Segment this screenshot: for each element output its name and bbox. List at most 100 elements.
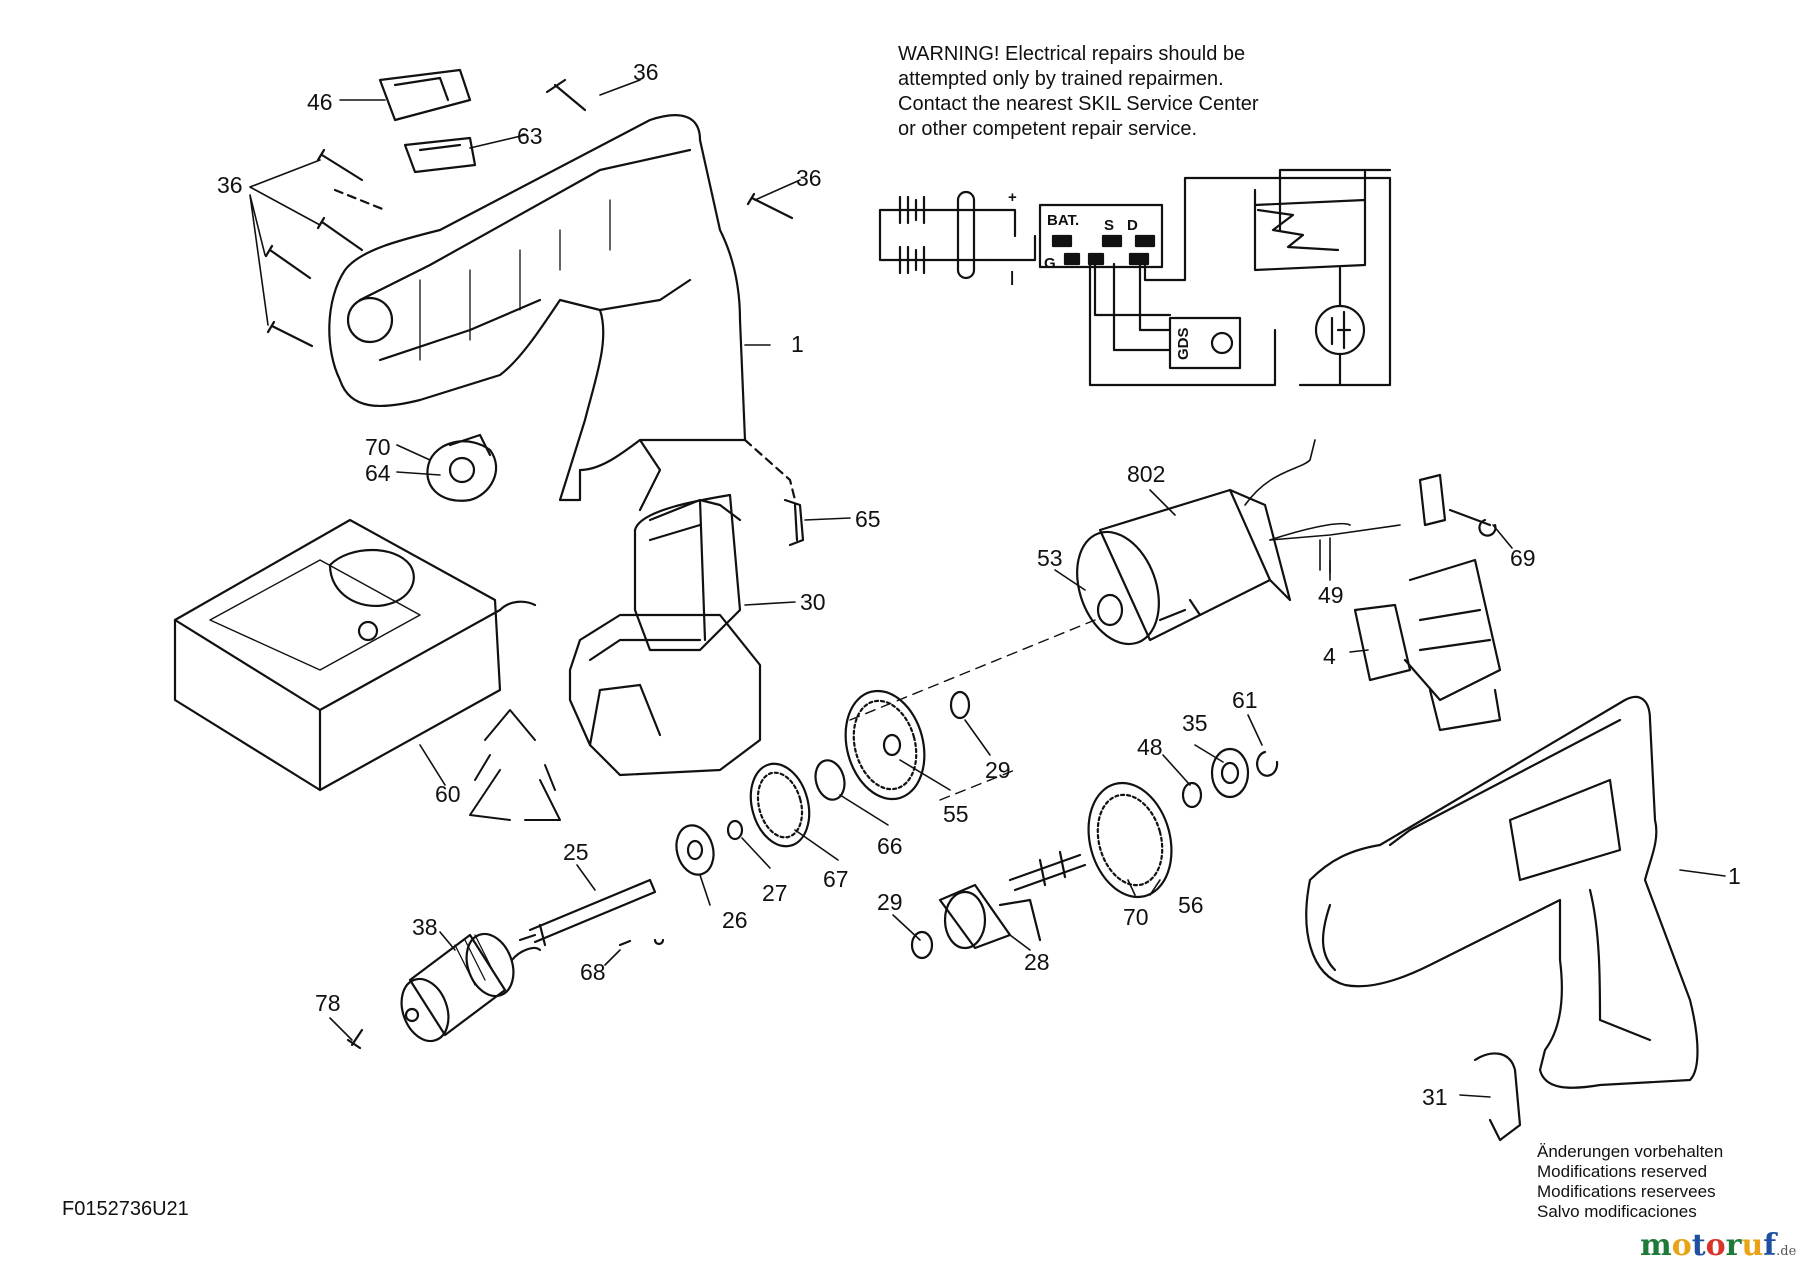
brand-letter: u: [1741, 1228, 1764, 1263]
bearing-35: [1210, 747, 1250, 799]
callout-64: 64: [365, 460, 391, 486]
note-line-en: Modifications reserved: [1537, 1162, 1708, 1181]
callout-66: 66: [877, 833, 903, 859]
note-line-fr: Modifications reservees: [1537, 1182, 1716, 1201]
warning-line-4: or other competent repair service.: [898, 118, 1198, 140]
housing-half-right: [1305, 695, 1699, 1089]
direction-knob-64: [426, 433, 498, 502]
motor-802: [1076, 439, 1351, 646]
switch-block-symbol: [1038, 203, 1164, 269]
gear-56: [1087, 781, 1173, 899]
housing-half-left: [328, 114, 747, 512]
callout-65: 65: [855, 506, 881, 532]
d-label: D: [1127, 217, 1138, 234]
wire-49: [1269, 524, 1401, 574]
warning-line-2: attempted only by trained repairmen.: [898, 68, 1224, 90]
ring-66: [814, 759, 846, 801]
washer-48: [1181, 781, 1203, 809]
warning-line-1: WARNING! Electrical repairs should be: [898, 43, 1246, 65]
brand-letter: m: [1640, 1228, 1672, 1263]
callout-78: 78: [315, 990, 341, 1016]
recycle-symbol: [469, 709, 561, 821]
switch-plate-63: [403, 136, 477, 174]
center-axis: [849, 619, 1096, 801]
shaft-70: [1008, 850, 1087, 892]
callout-48: 48: [1137, 734, 1163, 760]
callout-30: 30: [800, 589, 826, 615]
callout-4: 4: [1323, 643, 1336, 669]
callout-36: 36: [796, 165, 822, 191]
spindle-lock-28: [938, 883, 1042, 950]
callout-36: 36: [217, 172, 243, 198]
ring-27: [726, 819, 744, 841]
wiring-lines: [1088, 168, 1392, 387]
brand-watermark: motoruf.de: [1640, 1228, 1796, 1263]
callout-1: 1: [1728, 863, 1741, 889]
modifications-note: Änderungen vorbehalten Modifications res…: [1537, 1142, 1723, 1222]
callout-802: 802: [1127, 461, 1165, 487]
brand-letter: o: [1705, 1228, 1726, 1263]
callout-49: 49: [1318, 582, 1344, 608]
brand-letter: o: [1671, 1228, 1692, 1263]
note-line-es: Salvo modificaciones: [1537, 1202, 1697, 1221]
callout-60: 60: [435, 781, 461, 807]
note-line-de: Änderungen vorbehalten: [1537, 1142, 1724, 1161]
screw-78: [346, 1028, 364, 1050]
callout-36: 36: [633, 59, 659, 85]
s-label: S: [1104, 217, 1114, 234]
callout-61: 61: [1232, 687, 1258, 713]
callout-29: 29: [985, 757, 1011, 783]
callout-53: 53: [1037, 545, 1063, 571]
clip-65: [783, 498, 805, 547]
callout-70: 70: [365, 434, 391, 460]
gear-55: [844, 689, 926, 801]
brand-letter: f: [1763, 1228, 1777, 1263]
callout-70: 70: [1123, 904, 1149, 930]
switch-cover-46: [378, 68, 472, 122]
callout-38: 38: [412, 914, 438, 940]
callout-56: 56: [1178, 892, 1204, 918]
gds-label: GDS: [1175, 327, 1192, 360]
ring-61: [1256, 750, 1279, 777]
pin-68: [618, 938, 665, 947]
chuck-38: [400, 932, 542, 1043]
charger-60: [173, 518, 537, 792]
brand-letter: r: [1725, 1228, 1742, 1263]
speed-control-symbol: [1253, 168, 1367, 272]
callout-35: 35: [1182, 710, 1208, 736]
clip-31: [1473, 1052, 1522, 1142]
wiring-schematic: [878, 168, 1392, 387]
callout-1: 1: [791, 331, 804, 357]
warning-text: WARNING! Electrical repairs should be at…: [898, 42, 1259, 142]
switch-4: [1353, 473, 1502, 732]
spindle-25: [518, 878, 657, 947]
g-label: G: [1044, 255, 1056, 272]
minus-label: |: [1010, 269, 1014, 286]
callout-31: 31: [1422, 1084, 1448, 1110]
gear-67: [749, 762, 811, 848]
callout-67: 67: [823, 866, 849, 892]
washer-29a: [949, 690, 971, 720]
callout-27: 27: [762, 880, 788, 906]
motor-symbol: [1314, 266, 1366, 387]
warning-line-3: Contact the nearest SKIL Service Center: [898, 93, 1259, 115]
battery-pack-30: [568, 493, 762, 777]
washer-29b: [910, 930, 934, 960]
callout-63: 63: [517, 123, 543, 149]
leader-lines: [249, 79, 1726, 1098]
screw-69: [1448, 508, 1497, 537]
gds-transistor-symbol: [1168, 316, 1242, 370]
plus-label: +: [1008, 189, 1017, 206]
callout-25: 25: [563, 839, 589, 865]
brand-tld: .de: [1776, 1244, 1797, 1259]
callout-29: 29: [877, 889, 903, 915]
bearing-26: [675, 824, 715, 876]
callout-55: 55: [943, 801, 969, 827]
callout-69: 69: [1510, 545, 1536, 571]
screws-36: [264, 78, 794, 348]
brand-letter: t: [1691, 1228, 1706, 1263]
callout-28: 28: [1024, 949, 1050, 975]
bat-label: BAT.: [1047, 212, 1079, 229]
